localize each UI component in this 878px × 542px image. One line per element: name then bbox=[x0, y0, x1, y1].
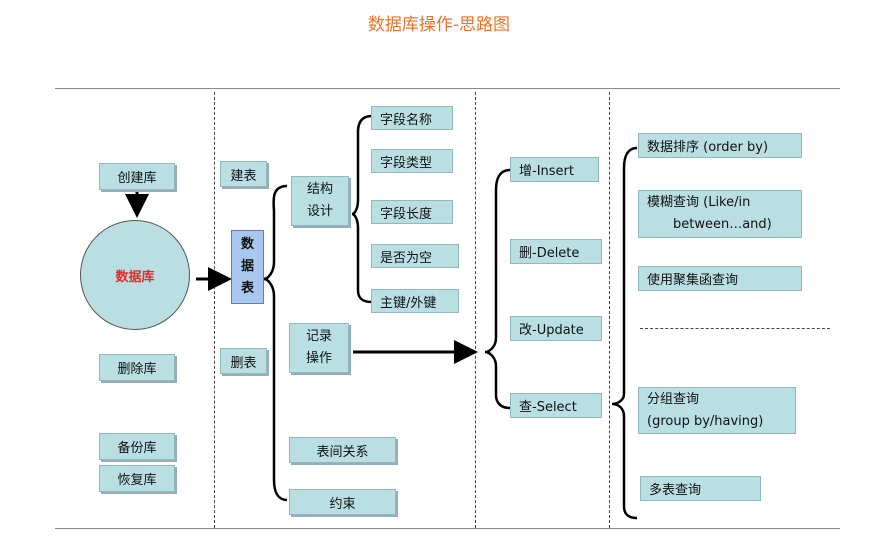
constraints-box: 约束 bbox=[289, 489, 396, 515]
primary-foreign-key-box: 主键/外键 bbox=[371, 289, 459, 313]
delete-box: 删-Delete bbox=[510, 239, 602, 264]
field-length-box: 字段长度 bbox=[371, 200, 453, 224]
brace-fields bbox=[351, 114, 373, 304]
delete-table-box: 删表 bbox=[220, 348, 267, 374]
group-query-line-2: (group by/having) bbox=[647, 413, 764, 429]
top-rule bbox=[55, 88, 840, 89]
aggregate-query-box: 使用聚集函查询 bbox=[638, 266, 802, 291]
bottom-rule bbox=[55, 528, 840, 529]
field-name-box: 字段名称 bbox=[371, 106, 453, 130]
data-table-node: 数 据 表 bbox=[231, 230, 264, 304]
record-ops-line-2: 操作 bbox=[305, 351, 332, 366]
brace-queries bbox=[611, 146, 638, 520]
data-table-char-3: 表 bbox=[240, 281, 254, 296]
group-query-box: 分组查询 (group by/having) bbox=[638, 387, 796, 434]
divider-1 bbox=[214, 92, 215, 528]
structure-design-line-2: 设计 bbox=[306, 204, 333, 219]
data-table-char-1: 数 bbox=[240, 237, 254, 252]
brace-table bbox=[263, 184, 288, 502]
record-ops-box: 记录 操作 bbox=[289, 323, 349, 373]
backup-db-box: 备份库 bbox=[99, 433, 175, 460]
structure-design-line-1: 结构 bbox=[306, 182, 333, 197]
group-query-line-1: 分组查询 bbox=[647, 391, 700, 407]
divider-2 bbox=[475, 92, 476, 528]
multi-table-query-box: 多表查询 bbox=[640, 476, 761, 501]
query-separator bbox=[640, 328, 830, 329]
diagram-title: 数据库操作-思路图 bbox=[367, 15, 511, 35]
order-by-box: 数据排序 (order by) bbox=[638, 133, 802, 158]
update-box: 改-Update bbox=[510, 316, 602, 341]
fuzzy-query-line-1: 模糊查询 (Like/in bbox=[647, 195, 751, 210]
restore-db-box: 恢复库 bbox=[99, 465, 175, 492]
nullable-box: 是否为空 bbox=[371, 244, 459, 268]
brace-crud bbox=[484, 168, 511, 410]
divider-3 bbox=[609, 92, 610, 528]
table-relations-box: 表间关系 bbox=[289, 437, 396, 463]
create-table-box: 建表 bbox=[220, 161, 267, 187]
data-table-char-2: 据 bbox=[240, 259, 254, 274]
select-box: 查-Select bbox=[510, 393, 602, 418]
fuzzy-query-line-2: between…and) bbox=[673, 217, 772, 232]
structure-design-box: 结构 设计 bbox=[291, 176, 349, 226]
fuzzy-query-box: 模糊查询 (Like/in between…and) bbox=[638, 190, 802, 238]
insert-box: 增-Insert bbox=[510, 157, 599, 182]
create-db-box: 创建库 bbox=[99, 163, 175, 190]
delete-db-box: 删除库 bbox=[99, 354, 175, 381]
record-ops-line-1: 记录 bbox=[305, 329, 332, 344]
field-type-box: 字段类型 bbox=[371, 149, 453, 173]
database-node: 数据库 bbox=[80, 220, 190, 330]
